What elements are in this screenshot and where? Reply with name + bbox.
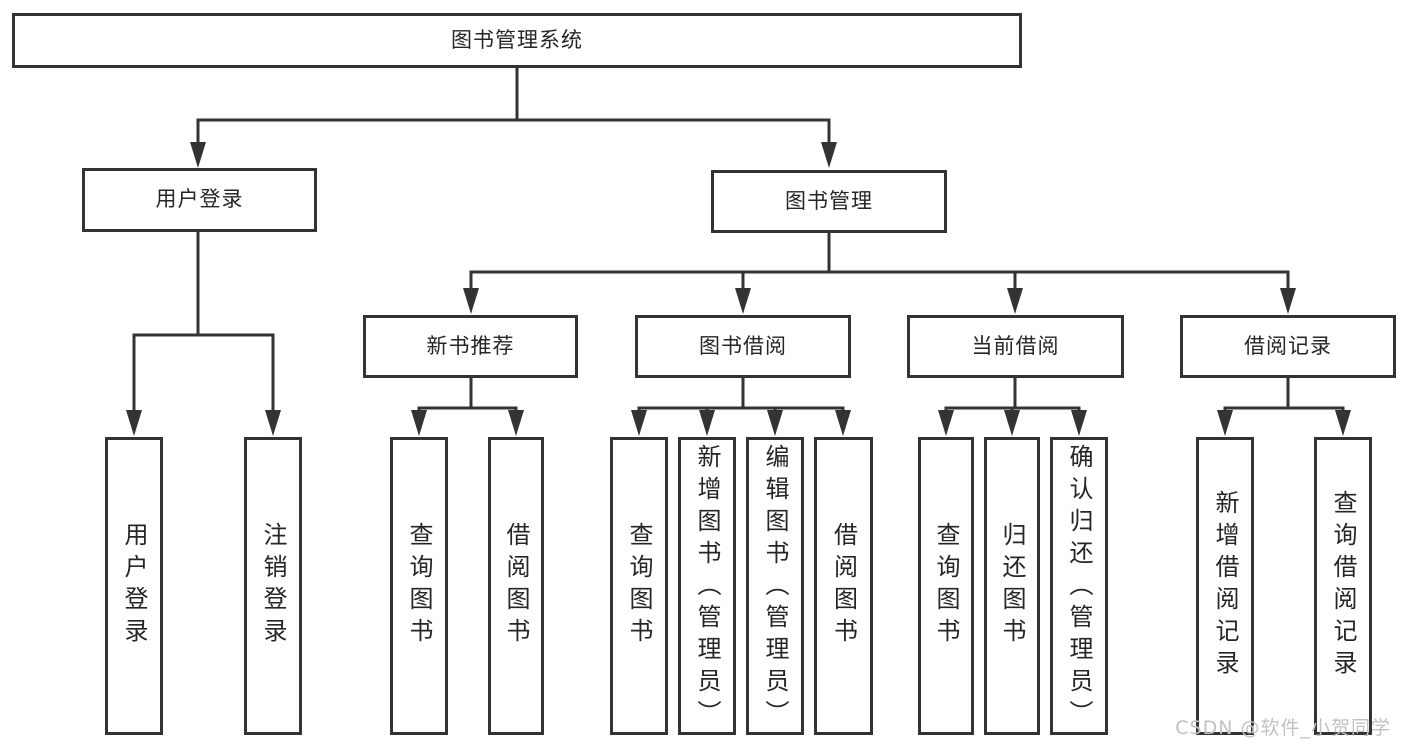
leaf-confirm-return-admin: 确认归还（管理员）	[1050, 437, 1108, 735]
leaf-logout-login: 注销登录	[244, 437, 302, 735]
leaf-add-borrow-record: 新增借阅记录	[1196, 437, 1254, 735]
node-borrowing-records: 借阅记录	[1180, 315, 1396, 378]
node-user-login: 用户登录	[82, 168, 317, 232]
connector-root-to-level2	[190, 68, 837, 168]
leaf-query-books-current: 查询图书	[918, 437, 974, 735]
node-new-book-recommendation: 新书推荐	[363, 315, 578, 378]
node-book-borrowing: 图书借阅	[635, 315, 851, 378]
node-current-borrowing: 当前借阅	[907, 315, 1124, 378]
leaf-query-books-borrowing: 查询图书	[610, 437, 668, 735]
node-book-management: 图书管理	[711, 170, 947, 233]
csdn-watermark: CSDN @软件_小贺同学	[1175, 717, 1391, 739]
leaf-return-books: 归还图书	[984, 437, 1040, 735]
leaf-add-books-admin: 新增图书（管理员）	[678, 437, 736, 735]
leaf-user-login: 用户登录	[105, 437, 163, 735]
connector-book-borrow-to-leaves	[631, 378, 851, 436]
connector-user-login-to-leaves	[126, 232, 281, 436]
leaf-edit-books-admin: 编辑图书（管理员）	[746, 437, 804, 735]
leaf-query-books-recommend: 查询图书	[390, 437, 448, 735]
node-library-management-system: 图书管理系统	[12, 13, 1022, 68]
connector-book-mgmt-to-level3	[463, 233, 1296, 314]
leaf-query-borrow-record: 查询借阅记录	[1314, 437, 1372, 735]
connector-current-borrow-to-leaves	[938, 378, 1087, 436]
leaf-borrow-books-borrowing: 借阅图书	[814, 437, 873, 735]
connector-new-book-to-leaves	[411, 378, 524, 436]
connector-borrow-record-to-leaves	[1217, 378, 1351, 436]
leaf-borrow-books-recommend: 借阅图书	[488, 437, 544, 735]
